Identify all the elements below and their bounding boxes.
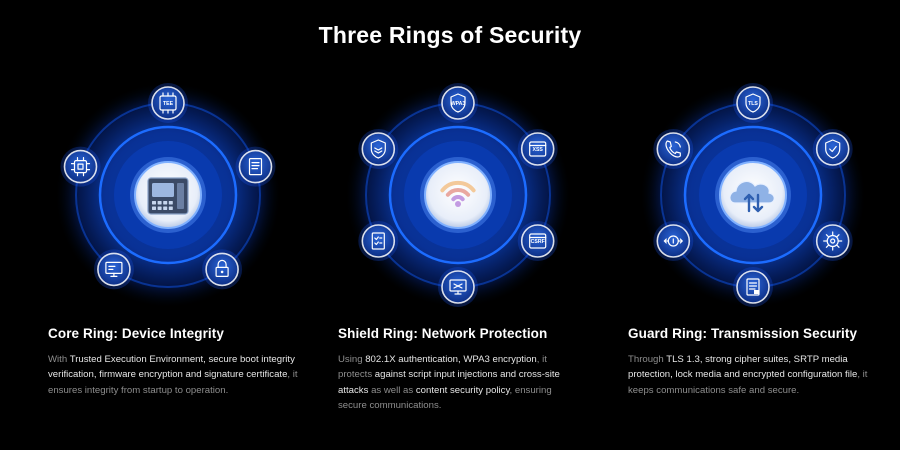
core-ring-svg: TEE — [56, 83, 280, 307]
shield-ring-description: Using 802.1X authentication, WPA3 encryp… — [338, 352, 583, 413]
tls-shield-icon: TLS — [733, 83, 773, 123]
guard-ring-column: Guard Ring: Transmission Security Throug… — [628, 326, 888, 398]
core-ring-description: With Trusted Execution Environment, secu… — [48, 352, 298, 398]
guard-ring-heading: Guard Ring: Transmission Security — [628, 326, 858, 341]
guard-ring-graphic: TLS — [638, 80, 868, 310]
page-title: Three Rings of Security — [318, 22, 582, 48]
svg-text:WPA3: WPA3 — [451, 101, 466, 107]
guard-ring-svg: TLS — [641, 83, 865, 307]
highlighted-text: against script input injections and cros… — [338, 369, 560, 396]
tee-chip-icon: TEE — [148, 83, 188, 123]
xss-window-icon: XSS — [517, 129, 558, 169]
gear-lock-icon — [812, 221, 853, 261]
svg-text:TLS: TLS — [748, 101, 758, 107]
description-text: , it protects — [338, 354, 547, 381]
description-text: With — [48, 354, 70, 365]
certificate-icon — [93, 249, 134, 290]
core-ring-graphic: TEE — [53, 80, 283, 310]
phone-call-icon — [653, 129, 694, 169]
wpa3-shield-icon: WPA3 — [438, 83, 478, 123]
shield-check-icon — [812, 129, 853, 169]
document-icon — [235, 146, 276, 187]
highlighted-text: TLS 1.3, strong cipher suites, SRTP medi… — [628, 354, 858, 381]
shield-ring-heading: Shield Ring: Network Protection — [338, 326, 548, 341]
highlighted-text: Trusted Execution Environment, secure bo… — [48, 354, 295, 381]
svg-text:CSRF: CSRF — [531, 239, 545, 245]
processor-chip-icon — [60, 146, 101, 187]
lock-icon — [202, 249, 243, 290]
layers-shield-icon — [358, 129, 399, 169]
key-exchange-icon — [653, 221, 694, 261]
cloud-sync-icon — [715, 157, 791, 233]
svg-text:TEE: TEE — [163, 101, 174, 107]
highlighted-text: content security policy — [415, 384, 510, 396]
shield-ring-column: Shield Ring: Network Protection Using 80… — [338, 326, 598, 413]
core-ring-heading: Core Ring: Device Integrity — [48, 326, 224, 341]
description-text: , it ensures integrity from startup to o… — [48, 369, 298, 396]
description-text: as well as — [368, 384, 416, 396]
wifi-icon — [420, 157, 496, 233]
encrypted-file-icon — [733, 267, 773, 307]
ip-phone-icon — [130, 157, 206, 233]
description-text: Through — [628, 354, 667, 365]
network-monitor-icon — [438, 267, 478, 307]
checklist-icon — [358, 221, 399, 261]
description-text: Using — [338, 354, 366, 365]
core-ring-column: Core Ring: Device Integrity With Trusted… — [48, 326, 308, 398]
guard-ring-description: Through TLS 1.3, strong cipher suites, S… — [628, 352, 873, 398]
highlighted-text: 802.1X authentication, WPA3 encryption — [365, 354, 537, 365]
description-text: , ensuring secure communications. — [338, 384, 552, 411]
csrf-window-icon: CSRF — [517, 221, 558, 261]
svg-text:XSS: XSS — [533, 147, 544, 153]
description-text: , it keeps communications safe and secur… — [628, 369, 868, 396]
